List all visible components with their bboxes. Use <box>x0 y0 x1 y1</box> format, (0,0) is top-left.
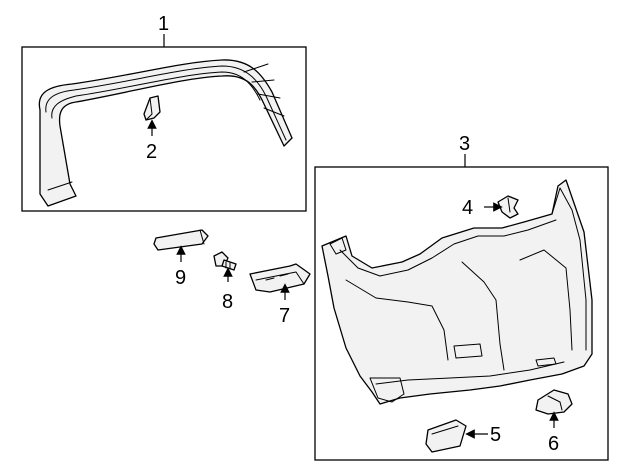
part-plug-9[interactable] <box>153 229 209 262</box>
part-lens-5[interactable] <box>425 419 488 453</box>
callout-9[interactable]: 9 <box>175 267 186 289</box>
callout-2[interactable]: 2 <box>146 141 157 163</box>
part-bolt-8[interactable] <box>213 251 237 282</box>
callout-4[interactable]: 4 <box>462 197 473 219</box>
part-trim-panel[interactable] <box>321 179 593 405</box>
part-bumper-6[interactable] <box>535 389 573 428</box>
part-bracket-7[interactable] <box>249 263 311 300</box>
callout-3[interactable]: 3 <box>459 133 470 155</box>
callout-7[interactable]: 7 <box>279 305 290 327</box>
callout-8[interactable]: 8 <box>222 291 233 313</box>
part-clip-4[interactable] <box>484 195 519 219</box>
part-weatherstrip[interactable] <box>38 59 293 207</box>
callout-5[interactable]: 5 <box>490 424 501 446</box>
part-clip-2[interactable] <box>143 95 161 136</box>
callout-6[interactable]: 6 <box>548 433 559 455</box>
callout-1[interactable]: 1 <box>158 13 169 35</box>
